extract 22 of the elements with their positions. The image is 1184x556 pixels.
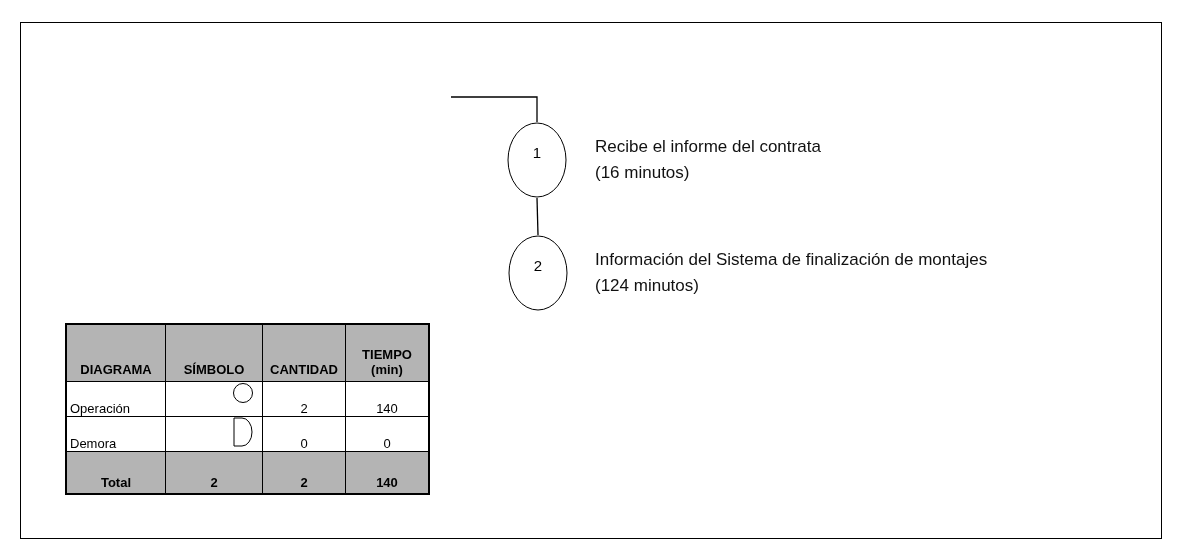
step-description: (124 minutos) — [595, 275, 700, 297]
connector-line — [450, 96, 538, 123]
table-cell: DIAGRAMA — [66, 324, 166, 382]
table-cell: 0 — [262, 416, 346, 452]
step-description: Información del Sistema de finalización de montajes — [595, 249, 988, 271]
step-number: 1 — [531, 144, 543, 161]
table-cell: 2 — [262, 451, 346, 494]
table-cell: TIEMPO (min) — [345, 324, 429, 382]
table-cell: 2 — [165, 451, 263, 494]
operation-circle — [507, 122, 567, 198]
table-cell: Operación — [66, 381, 166, 417]
table-cell: Total — [66, 451, 166, 494]
step-number: 2 — [532, 257, 544, 274]
step-description: (16 minutos) — [595, 162, 691, 184]
table-cell: CANTIDAD — [262, 324, 346, 382]
table-cell: Demora — [66, 416, 166, 452]
table-cell: 2 — [262, 381, 346, 417]
operation-circle — [508, 235, 568, 311]
step-description: Recibe el informe del contrata — [595, 136, 821, 158]
table-cell: 140 — [345, 451, 429, 494]
table-cell: SÍMBOLO — [165, 324, 263, 382]
connector-line — [536, 197, 539, 236]
